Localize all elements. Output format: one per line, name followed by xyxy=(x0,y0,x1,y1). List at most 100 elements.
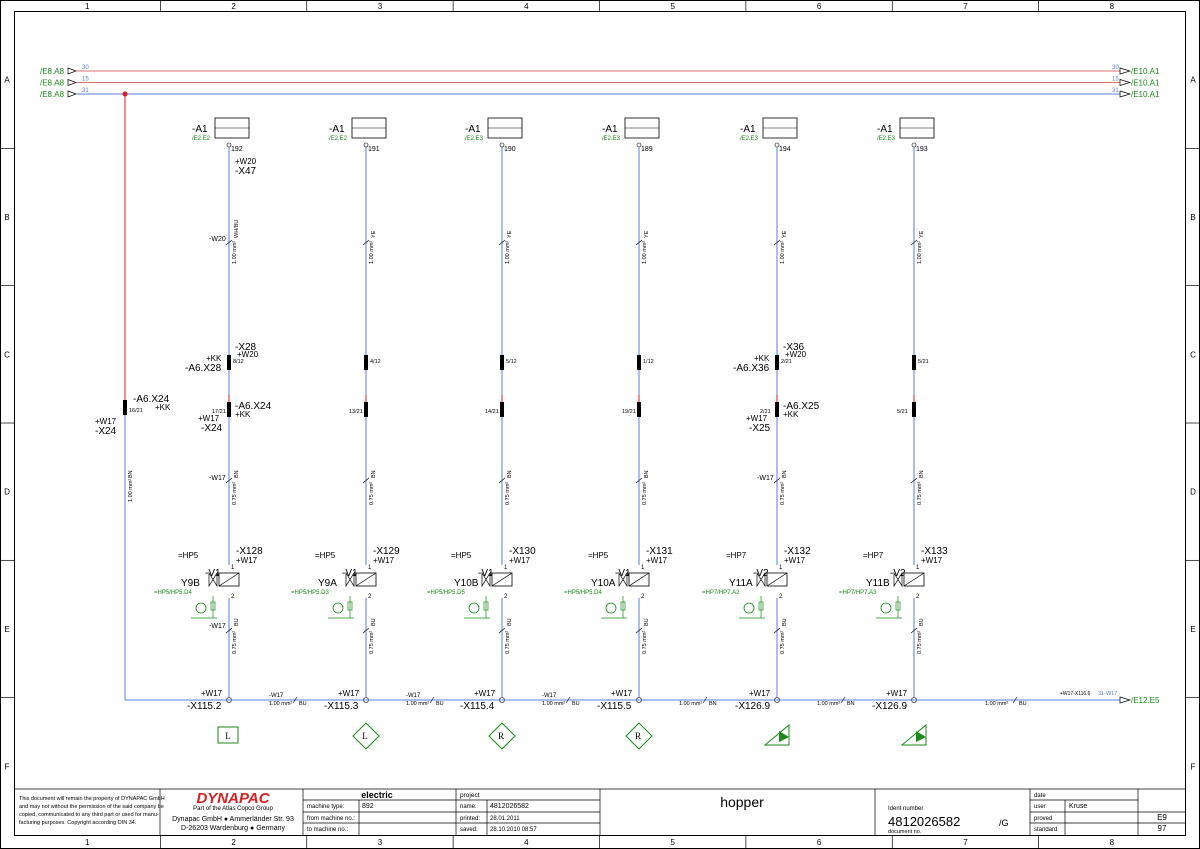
valve-id: Y10A xyxy=(591,578,616,589)
cable-tick xyxy=(840,696,846,704)
disclaimer-line-3: copied, communicated to any third part o… xyxy=(19,812,159,818)
a1-pin: 192 xyxy=(231,146,243,153)
terminal-label: -X126.9 xyxy=(872,701,907,712)
wire-color: BU xyxy=(782,618,788,626)
coil-pin: 2 xyxy=(779,594,783,600)
direction-symbol-icon xyxy=(217,726,239,744)
row-marker: B xyxy=(4,213,9,222)
connector-term: -X24 xyxy=(201,423,223,434)
a1-pin: 189 xyxy=(641,146,653,153)
connector-sub: +KK xyxy=(155,403,171,412)
bus-arrow-right xyxy=(1119,79,1132,86)
valve-connector-loc: +W17 xyxy=(646,556,668,565)
column-marker: 7 xyxy=(963,2,968,11)
terminal-loc: +W17 xyxy=(749,689,771,698)
terminal-label: -X126.9 xyxy=(735,701,770,712)
wire-size: 0.75 mm² xyxy=(505,482,511,505)
flag-arrow-icon xyxy=(916,731,926,742)
valve-id: Y11A xyxy=(729,578,753,589)
cable-tick xyxy=(362,477,370,484)
wire-size: 0.75 mm² xyxy=(642,631,648,654)
disclaimer-line-4: facturing purposes. Copyright according … xyxy=(19,820,137,826)
wire-color: BN xyxy=(371,470,377,478)
wire-color: BU xyxy=(644,618,650,626)
cable-tick xyxy=(498,239,506,246)
wire-color: BN xyxy=(128,470,134,478)
bus-ref-left: /E8.A8 xyxy=(40,79,65,88)
a1-pin: 193 xyxy=(916,146,928,153)
electric-label: electric xyxy=(361,790,393,800)
wire-size: 0.75 mm² xyxy=(369,631,375,654)
cable-tick xyxy=(292,696,298,704)
name-value: 4812026582 xyxy=(490,803,529,810)
coil-diag xyxy=(628,572,650,587)
hydraulic-motor-icon xyxy=(605,602,617,614)
row-marker: E xyxy=(1190,625,1195,634)
coil-pin: 1 xyxy=(231,565,235,571)
valve-icon xyxy=(208,571,218,588)
bus-ref-left: /E8.A8 xyxy=(40,67,65,76)
segment-size: 1.00 mm² xyxy=(817,701,840,707)
coil-diag xyxy=(355,572,377,587)
terminal-loc: +W17 xyxy=(611,689,633,698)
pin-number: 2/21 xyxy=(760,409,771,415)
connector-label: -X28 xyxy=(235,342,257,353)
row-marker: B xyxy=(1190,213,1195,222)
flag-symbol-icon xyxy=(900,723,927,746)
cable-tick xyxy=(225,239,233,246)
column-marker: 6 xyxy=(817,838,822,847)
coil-pin: 2 xyxy=(368,594,372,600)
segment-color: BU xyxy=(299,701,307,707)
user-value: Kruse xyxy=(1069,803,1087,810)
row-marker: A xyxy=(1190,76,1196,85)
a1-ref: /E2.E2 xyxy=(329,136,348,142)
wire-size: 1.00 mm² xyxy=(642,241,648,264)
name-label: name: xyxy=(460,804,477,810)
valve-connector-loc: +W17 xyxy=(373,556,395,565)
machine-type-label: machine type: xyxy=(307,804,345,810)
wire-color: BN xyxy=(644,470,650,478)
location-label: +W17 xyxy=(95,417,117,426)
address-line-2: D-26203 Wardenburg ● Germany xyxy=(181,825,285,832)
cable-tick xyxy=(225,477,233,484)
valve-id: Y9B xyxy=(181,578,200,589)
valve-connector-loc: +W17 xyxy=(784,556,806,565)
hp-label: =HP5 xyxy=(178,551,199,560)
valve-icon xyxy=(893,571,903,588)
column-marker: 7 xyxy=(963,838,968,847)
connector-label: -A6.X24 xyxy=(235,401,272,412)
valve-icon xyxy=(345,571,355,588)
wire-color: BU xyxy=(371,618,377,626)
segment-color: BU xyxy=(1019,701,1027,707)
wire-color: BU xyxy=(919,618,925,626)
bus-number: 15 xyxy=(82,77,89,83)
bus-arrow-right xyxy=(1119,67,1132,75)
hp-label: =HP5 xyxy=(588,551,609,560)
hydraulic-motor-icon xyxy=(332,602,344,614)
ident-number: 4812026582 xyxy=(888,814,960,829)
connector-label: -X36 xyxy=(783,342,805,353)
column-marker: 5 xyxy=(670,2,675,11)
cable-tick xyxy=(225,627,233,634)
coil-pin: 2 xyxy=(916,594,920,600)
pin-number: 5/21 xyxy=(897,409,908,415)
connector-label: -A6.X25 xyxy=(783,401,820,412)
pin-number: 13/21 xyxy=(349,409,363,415)
direction-symbol-letter: R xyxy=(635,731,641,741)
segment-color: BU xyxy=(436,701,444,707)
w17-label: -W17 xyxy=(209,623,226,630)
wire-color: WH/BU xyxy=(234,220,240,238)
hydraulic-motor-icon xyxy=(195,602,207,614)
out-label: +W17-X116.6 xyxy=(1060,691,1091,697)
direction-symbol-icon xyxy=(488,722,516,750)
cable-tick xyxy=(362,239,370,246)
direction-symbol-icon xyxy=(625,722,653,750)
brand-sub: Part of the Atlas Copco Group xyxy=(193,806,273,812)
disclaimer-line-2: and may not without the permission of th… xyxy=(19,804,164,810)
wire-color: BU xyxy=(507,618,513,626)
